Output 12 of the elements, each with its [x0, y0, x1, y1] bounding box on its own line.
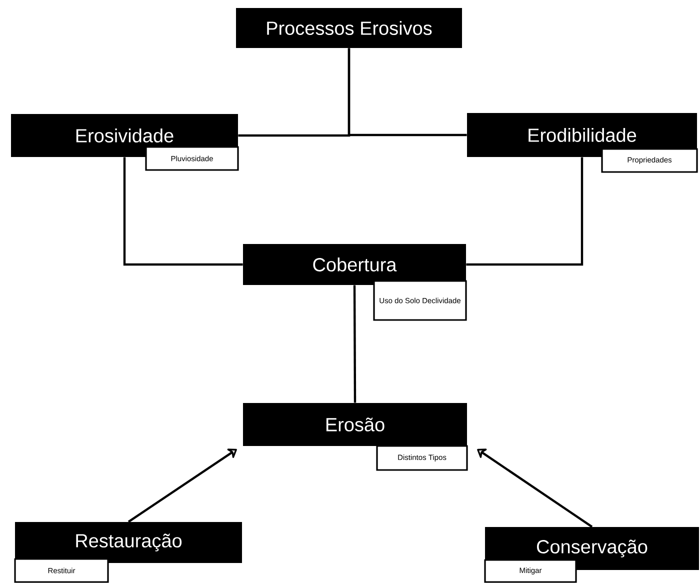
arrow [128, 448, 237, 523]
arrow [477, 448, 593, 528]
connector-line [123, 157, 243, 266]
concept-box: Processos Erosivos [236, 8, 462, 48]
connector-line [353, 285, 356, 403]
connector-line [348, 48, 467, 136]
concept-box: Cobertura [243, 244, 466, 285]
concept-box: Restauração [15, 522, 242, 563]
concept-box: Erosão [243, 403, 467, 446]
concept-box: Erodibilidade [467, 113, 698, 157]
connector-line [466, 157, 584, 266]
concept-box: Erosividade [11, 114, 238, 157]
